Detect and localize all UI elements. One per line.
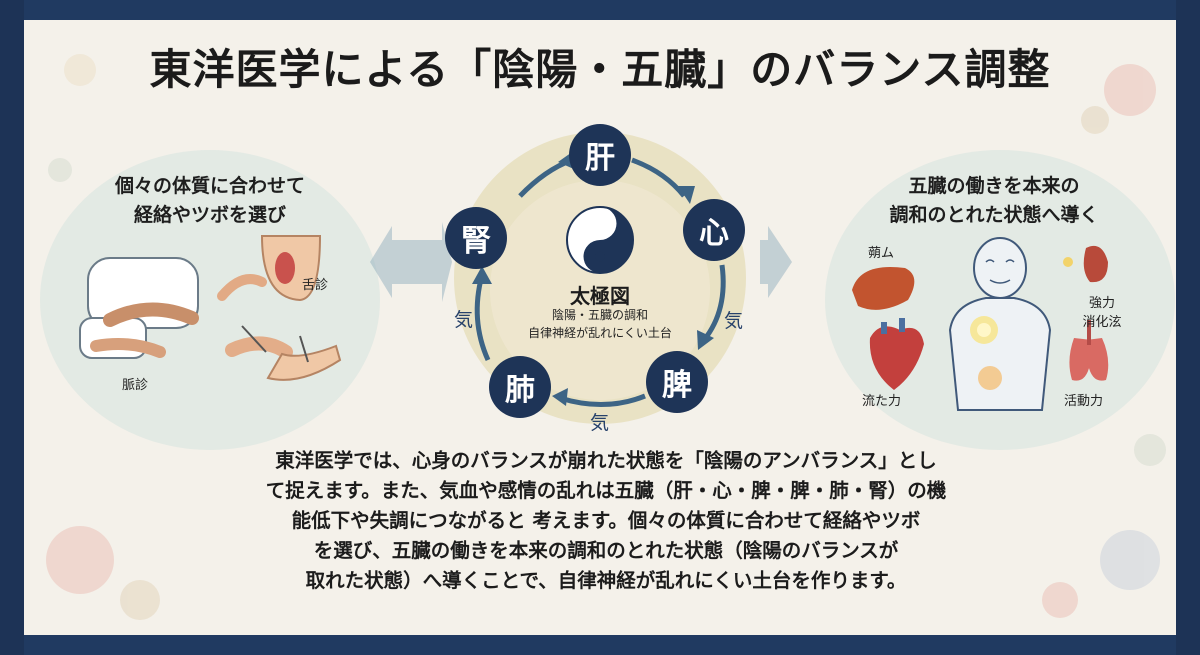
- organ-liver: 肝: [569, 124, 631, 186]
- liver-icon: [852, 266, 915, 310]
- description-line3: 能低下や失調につながると 考えます。個々の体質に合わせて経絡やツボ: [291, 509, 921, 532]
- scroll-top-rail: [0, 0, 1200, 20]
- pulse-diagnosis-illustration: [79, 257, 199, 359]
- heart-organ-icon: [869, 318, 924, 390]
- liver-function-label: 蒴ム: [868, 246, 895, 261]
- scroll-right-border: [1176, 0, 1200, 655]
- right-caption-line2: 調和のとれた状態へ導く: [889, 204, 1099, 226]
- organ-lung: 肺: [489, 356, 551, 418]
- arrow-left-icon: [370, 222, 452, 302]
- qi-label-right: 気: [724, 310, 744, 332]
- taiji-subtitle-line1: 陰陽・五臓の調和: [551, 308, 648, 322]
- description-line1: 東洋医学では、心身のバランスが崩れた状態を「陰陽のアンバランス」とし: [275, 449, 937, 472]
- spleen-label-line1: 強力: [1088, 296, 1115, 311]
- flower-decoration-icon: [46, 54, 1166, 620]
- taiji-title: 太極図: [570, 284, 630, 308]
- acupuncture-illustration: [225, 325, 342, 381]
- qi-label-bottom: 気: [590, 412, 610, 434]
- spleen-label-line2: 消化泫: [1082, 315, 1122, 330]
- organ-spleen: 脾: [646, 351, 708, 413]
- heart-function-label: 流た力: [862, 394, 902, 409]
- scroll-left-border: [0, 0, 24, 655]
- kidney-icon: [1063, 245, 1108, 283]
- organ-kidney: 腎: [445, 207, 507, 269]
- taiji-subtitle-line2: 自律神経が乱れにくい土台: [528, 326, 672, 340]
- left-caption-line2: 経絡やツボを選び: [133, 204, 286, 226]
- lung-function-label: 活動力: [1064, 394, 1104, 409]
- yin-yang-icon: [566, 206, 634, 274]
- lungs-icon: [1069, 320, 1109, 381]
- right-panel-caption: 五臓の働きを本来の 調和のとれた状態へ導く: [838, 172, 1150, 230]
- tongue-diagnosis-illustration: [217, 235, 322, 302]
- spleen-function-label: 強力 消化泫: [1074, 292, 1130, 330]
- scroll-bottom-rail: [0, 635, 1200, 655]
- human-body-figure: [948, 237, 1052, 411]
- arrow-right-icon: [760, 226, 792, 298]
- pulse-diagnosis-label: 脈診: [122, 378, 149, 393]
- qi-label-left: 気: [454, 309, 474, 331]
- tongue-diagnosis-label: 舌診: [302, 278, 329, 293]
- right-caption-line1: 五臓の働きを本来の: [908, 175, 1080, 197]
- description-text: 東洋医学では、心身のバランスが崩れた状態を「陰陽のアンバランス」とし て捉えます…: [186, 446, 1026, 596]
- page-title: 東洋医学による「陰陽・五臓」のバランス調整: [149, 45, 1051, 94]
- description-line4: を選び、五臓の働きを本来の調和のとれた状態（陰陽のバランスが: [313, 539, 899, 562]
- description-line2: て捉えます。また、気血や感情の乱れは五臓（肝・心・脾・脾・肺・腎）の機: [265, 479, 947, 502]
- organ-heart: 心: [683, 199, 745, 261]
- description-line5: 取れた状態）へ導くことで、自律神経が乱れにくい土台を作ります。: [305, 569, 907, 592]
- left-panel-caption: 個々の体質に合わせて 経絡やツボを選び: [60, 172, 360, 230]
- left-caption-line1: 個々の体質に合わせて: [114, 175, 305, 197]
